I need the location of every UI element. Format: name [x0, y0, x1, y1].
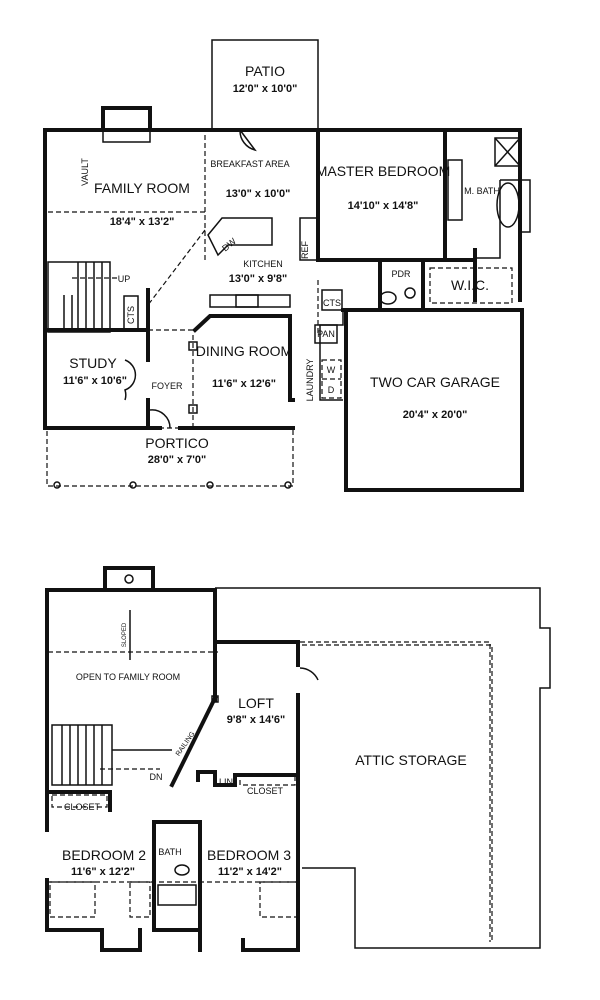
ref-label: REF [300, 240, 310, 259]
room-name-breakfast: BREAKFAST AREA [210, 159, 289, 169]
garage-walls [341, 308, 524, 492]
attic-outline [215, 587, 551, 949]
dryer-label: D [328, 385, 335, 395]
exterior-wall [45, 588, 217, 702]
room-dims-breakfast: 13'0" x 10'0" [226, 188, 291, 200]
staircase [51, 724, 113, 786]
second-floor-labels: SLOPED OPEN TO FAMILY ROOM LOFT 9'8" x 1… [62, 622, 467, 878]
room-name-garage: TWO CAR GARAGE [370, 374, 500, 390]
room-name-bedroom-3: BEDROOM 3 [207, 847, 291, 863]
washer-label: W [327, 365, 336, 375]
room-name-bedroom-2: BEDROOM 2 [62, 847, 146, 863]
laundry-label: LAUNDRY [305, 359, 315, 402]
room-dims-portico: 28'0" x 7'0" [148, 454, 206, 466]
room-name-dining-room: DINING ROOM [196, 343, 292, 359]
chimney [103, 566, 155, 592]
sloped-label: SLOPED [122, 622, 128, 647]
lin-label: LIN [219, 777, 233, 787]
room-dims-bedroom-3: 11'2" x 14'2" [218, 866, 282, 878]
cts-label: CTS [126, 306, 136, 324]
closet-label-bedroom-2: CLOSET [64, 802, 101, 812]
first-floor-labels: PATIO 12'0" x 10'0" FAMILY ROOM 18'4" x … [63, 63, 500, 466]
room-dims-kitchen: 13'0" x 9'8" [229, 273, 287, 285]
room-dims-patio: 12'0" x 10'0" [233, 83, 298, 95]
room-name-study: STUDY [69, 355, 117, 371]
fireplace [101, 106, 152, 132]
room-dims-study: 11'6" x 10'6" [63, 375, 127, 387]
pan-label: PAN [317, 329, 335, 339]
room-name-portico: PORTICO [145, 435, 209, 451]
wic-label: W.I.C. [451, 277, 489, 293]
room-name-patio: PATIO [245, 63, 285, 79]
room-name-master-bedroom: MASTER BEDROOM [316, 163, 451, 179]
room-dims-bedroom-2: 11'6" x 12'2" [71, 866, 135, 878]
kitchen-island [207, 217, 273, 257]
room-dims-family-room: 18'4" x 13'2" [110, 216, 175, 228]
open-to-family-room-label: OPEN TO FAMILY ROOM [76, 672, 180, 682]
room-name-attic-storage: ATTIC STORAGE [355, 752, 467, 768]
bath-label: BATH [158, 847, 181, 857]
room-dims-loft: 9'8" x 14'6" [227, 714, 285, 726]
exterior-wall [43, 128, 522, 302]
room-dims-master-bedroom: 14'10" x 14'8" [348, 200, 419, 212]
closet-label-bedroom-3: CLOSET [247, 786, 284, 796]
second-floor-plan [45, 566, 551, 952]
vault-label: VAULT [80, 158, 90, 186]
dn-label: DN [150, 772, 163, 782]
room-name-family-room: FAMILY ROOM [94, 180, 190, 196]
cts-label-2: CTS [323, 298, 341, 308]
room-name-loft: LOFT [238, 695, 274, 711]
up-label: UP [118, 274, 131, 284]
room-dims-garage: 20'4" x 20'0" [403, 409, 468, 421]
foyer-label: FOYER [151, 381, 183, 391]
staircase [47, 261, 111, 333]
m-bath-label: M. BATH [464, 186, 500, 196]
pdr-label: PDR [391, 269, 411, 279]
first-floor-plan [43, 39, 531, 492]
room-dims-dining-room: 11'6" x 12'6" [212, 378, 276, 390]
room-name-kitchen: KITCHEN [243, 259, 283, 269]
